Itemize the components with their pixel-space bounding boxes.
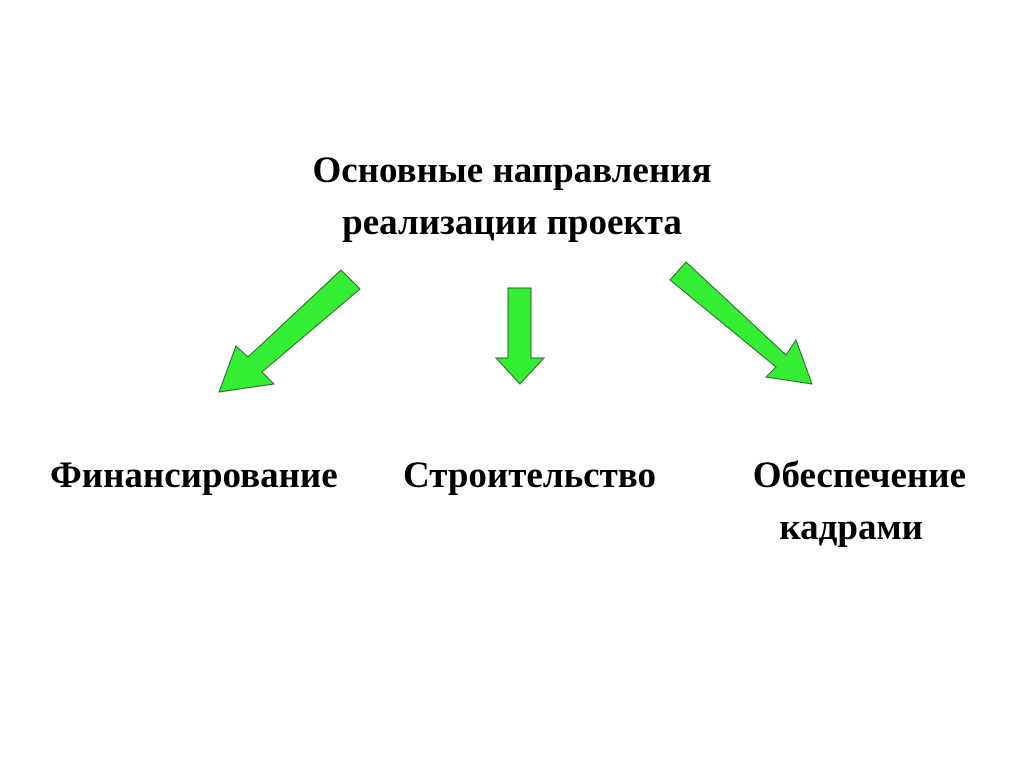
arrow-right [669, 261, 813, 385]
direction-staffing: Обеспечение кадрами [716, 450, 966, 554]
arrow-left [218, 269, 361, 393]
diagram-title: Основные направления реализации проекта [212, 145, 812, 249]
direction-staffing-line1: Обеспечение [752, 455, 966, 496]
diagram-title-line1: Основные направления [312, 150, 712, 191]
direction-staffing-line2: кадрами [779, 507, 923, 548]
direction-construction: Строительство [403, 455, 657, 496]
diagram-title-line2: реализации проекта [342, 202, 682, 243]
arrow-center [494, 287, 546, 385]
direction-finance: Финансирование [50, 455, 338, 496]
